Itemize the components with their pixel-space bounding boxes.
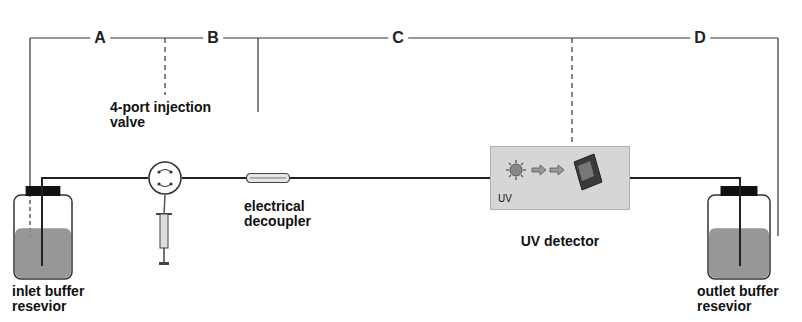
component-label: outlet buffer resevior [697,284,797,314]
component-label: inlet buffer resevior [12,284,137,314]
bracket-right [777,38,778,236]
component-label: electrical decoupler [244,199,339,229]
light-arrow [532,165,546,175]
section-divider [571,38,572,142]
lamp-ray [521,175,523,177]
lamp-ray [521,163,523,165]
lamp-ray [523,169,526,171]
valve-channel [159,170,171,173]
syringe-plunger [163,248,165,262]
capillary [42,178,148,186]
decoupler-core [250,178,286,179]
bracket-left [29,38,30,186]
node-outline [148,161,182,195]
node-outline [246,173,290,183]
detector-window [578,161,594,181]
light-arrow [550,165,564,175]
capillary [290,177,490,179]
lamp-ray [509,163,511,165]
node-outline [706,186,772,280]
valve-channel [159,184,171,187]
section-letter: A [90,29,110,47]
valve-body [149,162,181,194]
detector-cell [574,154,602,190]
section-letter: B [203,29,223,47]
uv-detector: UVUV detector [490,146,630,210]
section-letter: D [690,29,710,47]
lamp-ray [509,175,511,177]
lamp-ray [515,160,517,163]
capillary-end [739,186,741,266]
lamp-ray [515,177,517,180]
capillary [182,177,246,179]
section-divider [257,38,258,112]
injection-valve: 4-port injection valve [148,161,182,195]
buffer-reservoir: outlet buffer resevior [706,186,772,280]
decoupler-body [247,174,290,183]
syringe [156,195,172,265]
component-label: 4-port injection valve [110,100,232,130]
syringe-barrel [160,214,168,248]
buffer-reservoir: inlet buffer resevior [12,186,74,280]
section-letter: C [388,29,408,47]
syringe-needle [164,195,165,214]
capillary-end [41,186,43,266]
detector-housing [491,147,630,210]
inner-label: UV [498,193,528,205]
component-label: UV detector [485,234,635,249]
node-outline [12,186,74,280]
decoupler: electrical decoupler [246,173,290,183]
uv-lamp [510,164,522,176]
syringe-thumb [159,262,169,265]
capillary [630,178,740,186]
section-divider [164,38,165,95]
lamp-ray [506,169,509,171]
